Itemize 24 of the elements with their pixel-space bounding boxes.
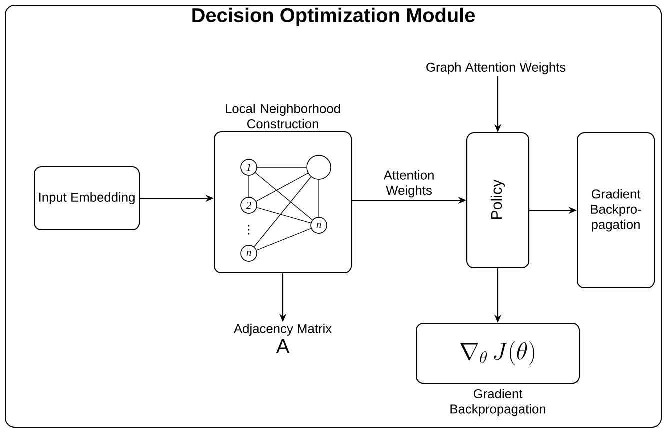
formula-box: $\nabla_\theta\, J(\theta)$ (416, 323, 580, 384)
box-label: Policy (490, 180, 506, 220)
ellipsis-dots: ⋮ (248, 225, 250, 235)
graph-edge (257, 167, 307, 168)
graph-edge (318, 180, 320, 218)
graph-edge (254, 176, 312, 248)
edge-label: Attention Weights (373, 169, 446, 199)
graph-node: 1 (240, 159, 258, 176)
graph-edge (256, 228, 312, 251)
node-caption: Gradient Backpropagation (450, 389, 546, 416)
graph-edge (255, 172, 313, 221)
input-label: Graph Attention Weights (426, 62, 566, 75)
node-label: Local Neighborhood Construction (226, 104, 340, 129)
graph-node (306, 155, 332, 180)
graph-node: 2 (240, 197, 258, 214)
graph-node: n (310, 217, 328, 234)
process-box: Gradient Backpro- pagation (577, 132, 656, 289)
process-box: Input Embedding (34, 166, 140, 231)
graph-edge (256, 173, 308, 202)
graph-edge (256, 207, 312, 224)
graph-edge (248, 176, 250, 198)
process-box (466, 132, 530, 269)
graph-node: n (240, 245, 258, 262)
output-label: Adjacency Matrix $\mathrm{A}$ (234, 324, 332, 354)
